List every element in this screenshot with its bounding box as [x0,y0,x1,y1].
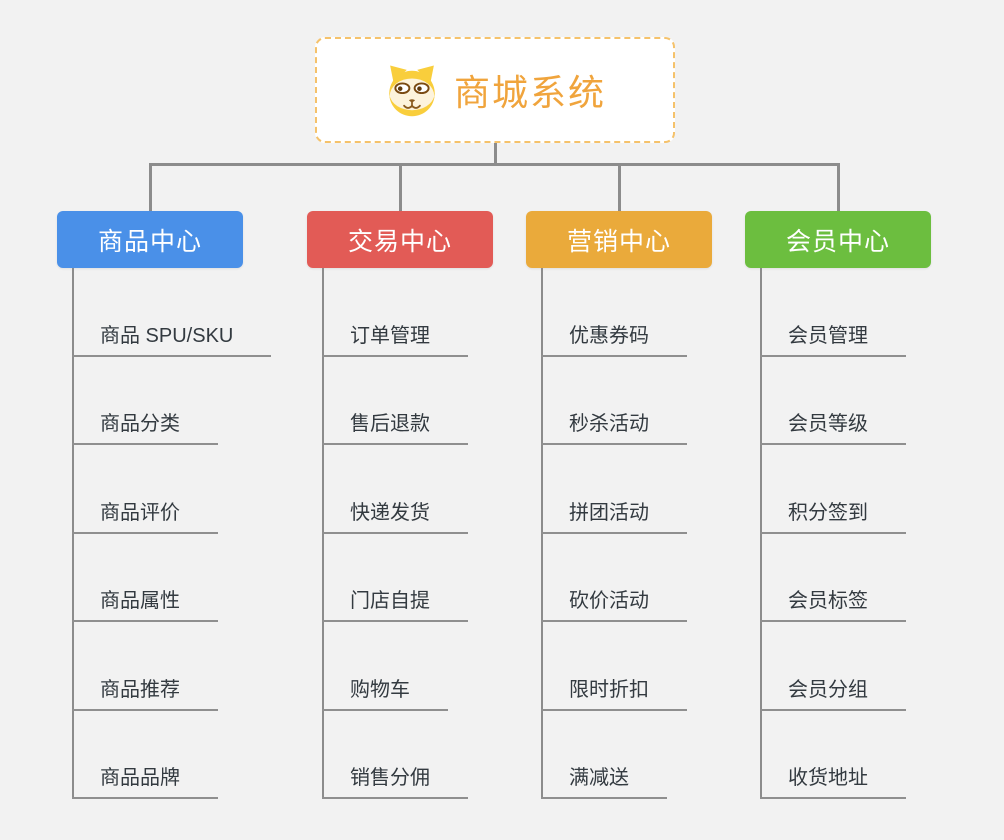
child-topic[interactable]: 收货地址 [760,711,906,799]
child-topic-label: 商品 SPU/SKU [100,324,234,347]
child-topic[interactable]: 会员等级 [760,357,906,445]
child-topic[interactable]: 商品 SPU/SKU [72,268,272,357]
branch-node-label: 会员中心 [785,227,890,256]
dog-face-icon [389,65,435,117]
connector-child-trunk [541,268,543,799]
child-topic-label: 门店自提 [350,590,430,612]
child-topic-label: 优惠券码 [569,324,649,347]
child-topic-label: 会员标签 [788,590,868,612]
child-topic-label: 收货地址 [788,767,868,789]
child-topic[interactable]: 商品分类 [72,357,218,445]
child-topic-label: 满减送 [569,767,629,789]
child-topic-label: 拼团活动 [569,501,649,524]
connector-branch-stem [399,163,402,211]
connector-child-trunk [322,268,324,799]
connector-child-trunk [760,268,762,799]
connector-top-bar [149,163,840,166]
branch-node[interactable]: 商品中心 [57,211,243,268]
child-topic[interactable]: 快递发货 [322,445,468,534]
child-topic[interactable]: 售后退款 [322,357,468,445]
branch-product-center: 商品中心 商品 SPU/SKU 商品分类 商品评价 商品属性 商品推荐 商品品牌 [57,211,272,799]
child-topic-label: 积分签到 [788,501,868,524]
branch-node-label: 商品中心 [97,227,202,256]
root-topic-label: 商城系统 [453,72,606,113]
child-topic-label: 商品推荐 [100,678,180,701]
child-topic[interactable]: 商品属性 [72,534,218,622]
children-group: 订单管理 售后退款 快递发货 门店自提 购物车 销售分佣 [322,268,468,799]
child-topic-label: 限时折扣 [569,678,649,701]
children-group: 会员管理 会员等级 积分签到 会员标签 会员分组 收货地址 [760,268,906,799]
child-topic[interactable]: 会员分组 [760,622,906,711]
child-topic-label: 购物车 [350,678,410,701]
branch-marketing-center: 营销中心 优惠券码 秒杀活动 拼团活动 砍价活动 限时折扣 满减送 [526,211,712,799]
child-topic[interactable]: 砍价活动 [541,534,687,622]
child-topic[interactable]: 商品推荐 [72,622,218,711]
child-topic-label: 订单管理 [350,324,430,347]
child-topic-label: 售后退款 [350,413,430,435]
child-topic[interactable]: 商品品牌 [72,711,218,799]
children-group: 优惠券码 秒杀活动 拼团活动 砍价活动 限时折扣 满减送 [541,268,687,799]
child-topic-label: 商品分类 [100,413,180,435]
child-topic[interactable]: 购物车 [322,622,448,711]
child-topic[interactable]: 销售分佣 [322,711,468,799]
branch-node-label: 营销中心 [566,227,671,256]
child-topic-label: 商品评价 [100,501,180,524]
connector-branch-stem [149,163,152,211]
connector-root-stem [494,143,497,164]
child-topic-label: 会员分组 [788,678,868,701]
connector-child-trunk [72,268,74,799]
child-topic-label: 秒杀活动 [569,413,649,435]
child-topic-label: 会员管理 [788,324,868,347]
branch-member-center: 会员中心 会员管理 会员等级 积分签到 会员标签 会员分组 收货地址 [745,211,931,799]
branch-node[interactable]: 营销中心 [526,211,712,268]
connector-branch-stem [618,163,621,211]
children-group: 商品 SPU/SKU 商品分类 商品评价 商品属性 商品推荐 商品品牌 [72,268,272,799]
connector-branch-stem [837,163,840,211]
child-topic[interactable]: 限时折扣 [541,622,687,711]
child-topic[interactable]: 满减送 [541,711,667,799]
child-topic[interactable]: 会员标签 [760,534,906,622]
child-topic[interactable]: 商品评价 [72,445,218,534]
child-topic[interactable]: 会员管理 [760,268,906,357]
child-topic[interactable]: 秒杀活动 [541,357,687,445]
branch-node[interactable]: 交易中心 [307,211,493,268]
child-topic[interactable]: 优惠券码 [541,268,687,357]
root-topic[interactable]: 商城系统 [315,37,675,143]
child-topic-label: 快递发货 [350,501,430,524]
child-topic-label: 销售分佣 [350,767,430,789]
branch-node[interactable]: 会员中心 [745,211,931,268]
child-topic-label: 砍价活动 [569,590,649,612]
child-topic-label: 商品品牌 [100,767,180,789]
child-topic-label: 商品属性 [100,590,180,612]
child-topic[interactable]: 门店自提 [322,534,468,622]
branch-node-label: 交易中心 [347,227,452,256]
child-topic[interactable]: 订单管理 [322,268,468,357]
child-topic[interactable]: 积分签到 [760,445,906,534]
child-topic[interactable]: 拼团活动 [541,445,687,534]
child-topic-label: 会员等级 [788,413,868,435]
branch-trade-center: 交易中心 订单管理 售后退款 快递发货 门店自提 购物车 销售分佣 [307,211,493,799]
